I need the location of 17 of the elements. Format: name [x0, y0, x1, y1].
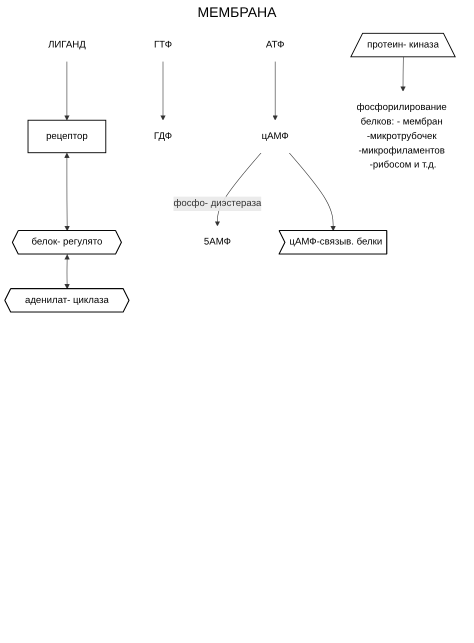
arrow: [160, 61, 166, 120]
node-box: рецептор: [28, 120, 106, 154]
node-text: АТФ: [266, 40, 284, 50]
arrow: [64, 152, 70, 232]
edge-label: фосфо- диэстераза: [173, 198, 262, 209]
node-text: 5АМФ: [204, 236, 231, 248]
arrow: [400, 56, 406, 92]
node-text: ЛИГАНД: [48, 40, 86, 50]
node-text: фосфорилирование белков: - мембран -микротрубочек -микрофиламентов -рибосом и т.д.: [356, 102, 447, 170]
membrane-label: МЕМБРАНА: [197, 4, 277, 20]
arrow: [288, 152, 336, 232]
arrow: [64, 254, 70, 290]
node-text: ГТФ: [154, 40, 172, 50]
arrow: [272, 61, 278, 120]
arrow: [64, 61, 70, 120]
node-text: ГДФ: [154, 131, 172, 142]
node-text: цАМФ: [262, 131, 289, 142]
